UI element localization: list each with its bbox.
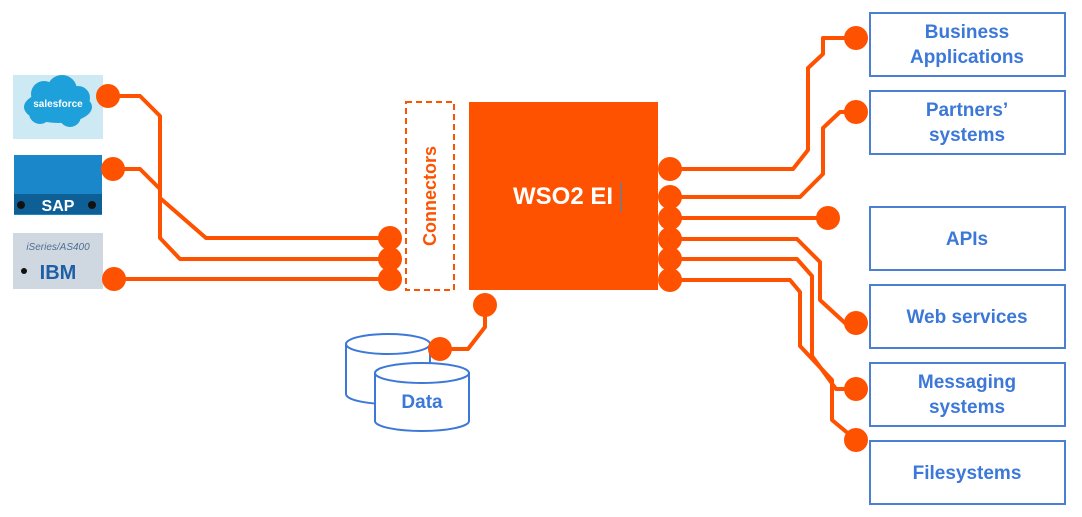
target-label-partners-systems-2: systems bbox=[929, 125, 1005, 146]
sap-logo: SAP bbox=[14, 155, 102, 215]
target-box-messaging-systems bbox=[869, 362, 1066, 427]
target-label-business-applications-1: Business bbox=[925, 22, 1009, 43]
dot-core-out-3 bbox=[658, 206, 682, 230]
wire-sap bbox=[113, 167, 390, 261]
sap-logo-text: SAP bbox=[42, 198, 75, 215]
wso2-ei-label: WSO2 EI bbox=[513, 183, 613, 210]
dot-salesforce bbox=[96, 84, 120, 108]
wire-partners-systems bbox=[670, 110, 856, 199]
dot-core-out-2 bbox=[658, 185, 682, 209]
target-label-business-applications-2: Applications bbox=[910, 47, 1024, 68]
ibm-logo-subtext: iSeries/AS400 bbox=[26, 242, 90, 253]
dot-sap bbox=[101, 157, 125, 181]
dot-apis bbox=[816, 206, 840, 230]
target-box-web-services bbox=[869, 284, 1066, 349]
dot-partners-systems bbox=[844, 100, 868, 124]
target-label-apis: APIs bbox=[946, 229, 988, 250]
dot-filesystems bbox=[844, 428, 868, 452]
wire-filesystems bbox=[670, 278, 858, 442]
dot-data bbox=[428, 337, 452, 361]
dot-core-out-1 bbox=[658, 157, 682, 181]
dot-core-out-6 bbox=[658, 268, 682, 292]
dot-connector-1 bbox=[378, 226, 402, 250]
data-store bbox=[345, 333, 470, 432]
wire-salesforce bbox=[108, 94, 390, 240]
dot-web-services bbox=[844, 311, 868, 335]
wire-business-applications bbox=[670, 36, 856, 171]
wire-messaging-systems bbox=[670, 257, 856, 391]
target-label-messaging-systems-2: systems bbox=[929, 397, 1005, 418]
wires bbox=[108, 36, 858, 442]
dot-connector-2 bbox=[378, 247, 402, 271]
target-box-filesystems bbox=[869, 440, 1066, 505]
data-label: Data bbox=[401, 392, 443, 413]
target-box-business-applications bbox=[869, 12, 1066, 77]
target-label-web-services: Web services bbox=[906, 307, 1027, 328]
target-label-filesystems: Filesystems bbox=[913, 463, 1022, 484]
dot-business-applications bbox=[844, 26, 868, 50]
connectors-box: Connectors bbox=[405, 101, 455, 291]
dot-connector-3 bbox=[378, 267, 402, 291]
ibm-logo-text: IBM bbox=[40, 262, 77, 284]
data-cylinder-front bbox=[374, 373, 470, 432]
dot-ibm bbox=[102, 267, 126, 291]
dot-messaging-systems bbox=[844, 377, 868, 401]
target-box-partners-systems bbox=[869, 90, 1066, 155]
ibm-logo: iSeries/AS400 IBM bbox=[13, 233, 103, 289]
target-label-partners-systems-1: Partners’ bbox=[926, 100, 1008, 121]
target-boxes bbox=[869, 12, 1066, 505]
dot-core-data bbox=[473, 293, 497, 317]
target-label-messaging-systems-1: Messaging bbox=[918, 372, 1016, 393]
connection-dots bbox=[96, 26, 868, 452]
connectors-label: Connectors bbox=[420, 146, 440, 246]
wso2-ei-box: WSO2 EI bbox=[469, 102, 658, 290]
dot-core-out-5 bbox=[658, 247, 682, 271]
salesforce-logo-text: salesforce bbox=[33, 99, 83, 110]
dot-core-out-4 bbox=[658, 227, 682, 251]
salesforce-logo: salesforce bbox=[13, 75, 103, 139]
target-box-apis bbox=[869, 206, 1066, 271]
